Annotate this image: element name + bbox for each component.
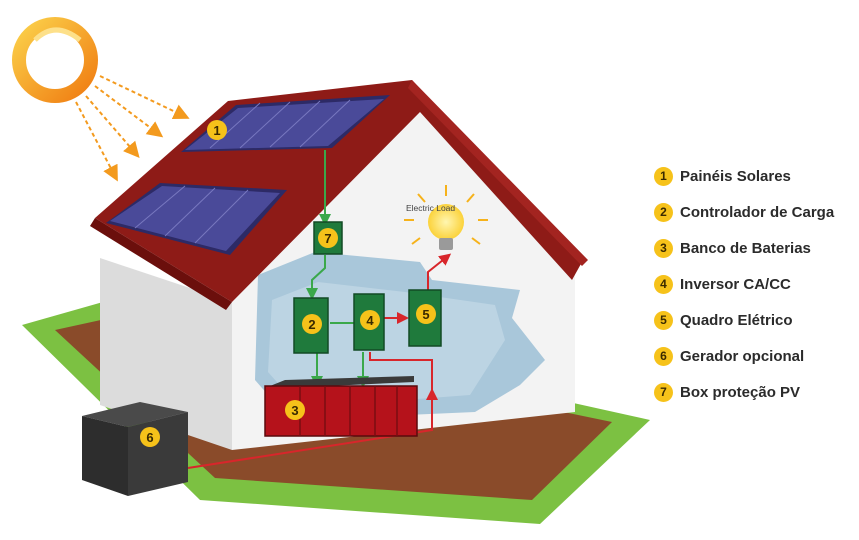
ac-wiring xyxy=(187,253,452,469)
marker-7: 7 xyxy=(318,228,338,248)
marker-2: 2 xyxy=(302,314,322,334)
legend-number: 3 xyxy=(654,238,673,258)
legend-label: Banco de Baterias xyxy=(680,239,811,257)
legend-label: Gerador opcional xyxy=(680,347,805,365)
svg-text:7: 7 xyxy=(324,231,331,246)
marker-4: 4 xyxy=(360,310,380,330)
legend-label: Box proteção PV xyxy=(680,383,801,401)
legend-item: 3 Banco de Baterias xyxy=(654,230,854,266)
inverter xyxy=(353,293,385,351)
generator xyxy=(82,402,188,496)
legend-number: 4 xyxy=(654,274,673,294)
legend-label: Quadro Elétrico xyxy=(680,311,793,329)
svg-text:3: 3 xyxy=(291,403,298,418)
svg-text:5: 5 xyxy=(422,307,429,322)
legend-label: Inversor CA/CC xyxy=(680,275,791,293)
legend: 1 Painéis Solares 2 Controlador de Carga… xyxy=(654,158,854,410)
legend-item: 2 Controlador de Carga xyxy=(654,194,854,230)
legend-label: Controlador de Carga xyxy=(680,203,835,221)
legend-item: 5 Quadro Elétrico xyxy=(654,302,854,338)
electrical-panel xyxy=(408,289,442,347)
legend-item: 1 Painéis Solares xyxy=(654,158,854,194)
legend-item: 7 Box proteção PV xyxy=(654,374,854,410)
light-bulb-icon xyxy=(404,185,488,250)
svg-text:1: 1 xyxy=(213,123,220,138)
svg-text:2: 2 xyxy=(308,317,315,332)
svg-text:4: 4 xyxy=(366,313,374,328)
legend-number: 7 xyxy=(654,382,673,402)
solar-panels xyxy=(106,95,390,255)
marker-5: 5 xyxy=(416,304,436,324)
marker-3: 3 xyxy=(285,400,305,420)
legend-number: 1 xyxy=(654,166,673,186)
sun-icon xyxy=(12,17,98,103)
svg-text:6: 6 xyxy=(146,430,153,445)
legend-label: Painéis Solares xyxy=(680,167,791,185)
legend-number: 6 xyxy=(654,346,673,366)
marker-6: 6 xyxy=(140,427,160,447)
legend-item: 4 Inversor CA/CC xyxy=(654,266,854,302)
electric-load-label: Electric Load xyxy=(406,203,455,213)
legend-number: 2 xyxy=(654,202,673,222)
legend-number: 5 xyxy=(654,310,673,330)
legend-item: 6 Gerador opcional xyxy=(654,338,854,374)
sun-rays xyxy=(75,75,190,182)
marker-1: 1 xyxy=(207,120,227,140)
